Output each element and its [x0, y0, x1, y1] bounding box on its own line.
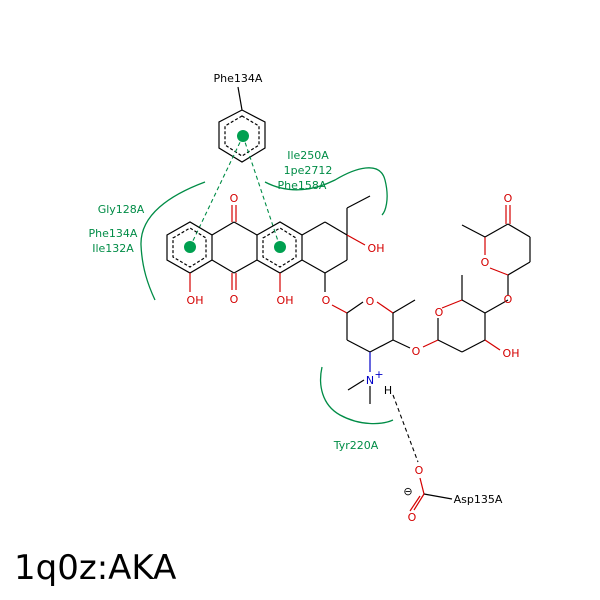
- atom-o-quinone-bottom: O: [230, 293, 239, 306]
- hbond-line: [392, 394, 419, 463]
- residue-phe134: Phe134A: [89, 227, 138, 240]
- atom-o-asp-bottom: O: [408, 511, 417, 524]
- anthracycline-core: [166, 195, 371, 292]
- sugar-2: [422, 275, 509, 353]
- atom-n-charge: +: [374, 368, 383, 381]
- residue-asp135: Asp135A: [454, 493, 503, 506]
- atom-h-amine: H: [384, 384, 392, 397]
- sugar-3: [461, 205, 531, 295]
- sugar-1: [331, 299, 416, 372]
- residue-phe158: Phe158A: [278, 179, 327, 192]
- residue-tyr220: Tyr220A: [333, 439, 379, 452]
- residue-phe134-top: Phe134A: [214, 72, 263, 85]
- pi-center-ring-b: [274, 241, 286, 253]
- diagram-title: 1q0z:AKA: [14, 548, 177, 588]
- atom-oh-sugar-2: OH: [503, 347, 520, 360]
- atom-o-quinone-top: O: [230, 192, 239, 205]
- atom-o-ketone: O: [504, 192, 513, 205]
- hydrophobic-arc-left: [140, 181, 206, 301]
- atom-o-ring-sugar-2: O: [435, 306, 444, 319]
- atom-o-glycosidic-2: O: [412, 345, 421, 358]
- pi-center-phe: [237, 130, 249, 142]
- residue-ile132: Ile132A: [92, 242, 134, 255]
- residue-1pe2712: 1pe2712: [284, 164, 333, 177]
- atom-o-ring-sugar-1: O: [366, 295, 375, 308]
- atom-oh-ring-c: OH: [277, 294, 294, 307]
- atom-charge-minus: ⊖: [403, 485, 412, 498]
- pi-stack-line-2: [242, 135, 281, 248]
- residue-ile250: Ile250A: [287, 149, 329, 162]
- asp135-carboxylate: [409, 477, 453, 512]
- hydrophobic-arc-bottom: [319, 366, 394, 425]
- atom-oh-ring-a: OH: [187, 294, 204, 307]
- atom-o-asp-top: O: [415, 464, 424, 477]
- hydrophobic-arc-top: [264, 167, 388, 216]
- atom-n-amine: N: [366, 374, 374, 387]
- atom-o-glycosidic-3: O: [504, 293, 513, 306]
- residue-gly128: Gly128A: [98, 203, 145, 216]
- atom-oh-ring-d: OH: [368, 242, 385, 255]
- phe134-ring: [218, 86, 266, 163]
- atom-o-ring-sugar-3: O: [481, 256, 490, 269]
- pi-center-ring-a: [184, 241, 196, 253]
- atom-o-glycosidic-1: O: [322, 294, 331, 307]
